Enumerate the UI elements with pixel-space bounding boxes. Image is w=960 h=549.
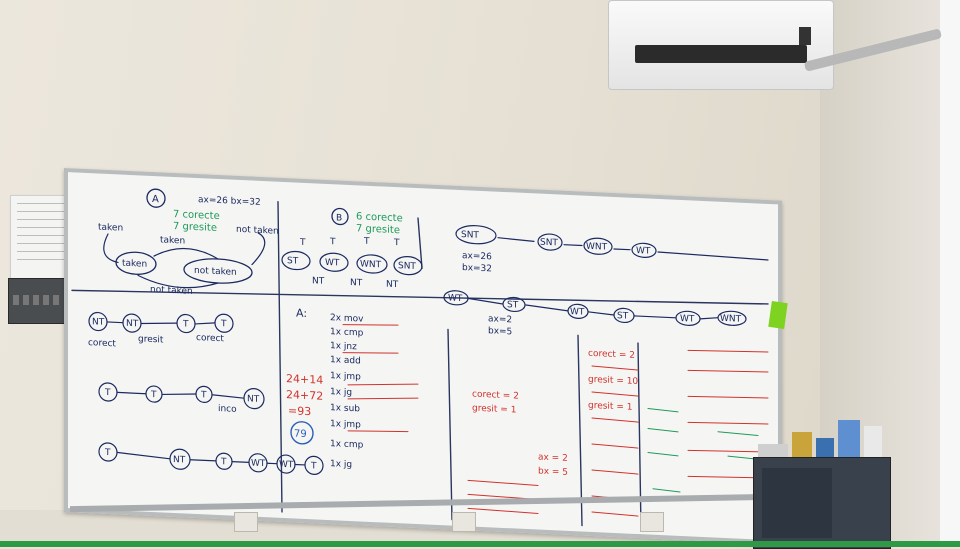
edge-t-4: T [393,238,400,248]
red-line-2: gresit = 1 [472,404,516,416]
chain1-d: T [220,319,227,329]
red-sum-3: =93 [288,404,311,418]
state-taken: taken [122,259,147,270]
code-line-2: 1x cmp [330,327,364,339]
edge-nt-2: NT [350,278,363,289]
section-a: A ax=26 bx=32 7 corecte 7 gresite taken … [98,188,279,297]
edge-t-3: T [363,237,370,247]
code-title: A: [296,307,307,320]
red-line-4: gresit = 10 [588,375,638,387]
lower-left: NT NT T T T T T NT T NT T WT WT T corect… [88,311,324,475]
code-line-6: 1x jg [330,387,352,398]
state-snt: SNT [398,261,416,272]
section-b: B 6 corecte 7 gresite ST WT WNT SNT T T … [281,207,423,291]
whiteboard: A ax=26 bx=32 7 corecte 7 gresite taken … [64,168,782,545]
chain3-b: NT [173,455,186,466]
state-not-taken: not taken [194,266,237,278]
red-line-5: gresit = 1 [588,401,632,413]
code-line-5: 1x jmp [330,371,361,382]
code-block: A: 2x mov 1x cmp 1x jnz 1x add 1x jmp 1x… [286,307,419,470]
chain3-c: T [220,457,227,467]
electrical-panel [8,278,66,324]
mid-st: ST [507,300,519,311]
chain3-f: T [310,461,317,471]
chain2-c: T [200,390,207,400]
code-line-10: 1x jg [330,459,352,470]
whiteboard-drawing: A ax=26 bx=32 7 corecte 7 gresite taken … [71,188,769,529]
chain3-e: WT [279,460,294,471]
edge-taken-2: taken [160,235,185,246]
mid-st-2: ST [617,311,629,322]
red-sum-1: 24+14 [286,372,323,387]
chain3-d: WT [251,458,266,469]
red-line-6: ax = 2 [538,453,568,464]
air-conditioner [608,0,834,90]
section-b-green-1: 6 corecte [356,211,403,224]
blue-circled: 79 [294,428,307,440]
word-inco: inco [218,404,237,415]
mid-wt-3: WT [680,314,695,325]
state-wnt-2: WNT [586,242,608,253]
section-a-label: A [152,194,159,205]
mid-wt: WT [448,293,463,304]
state-wt-2: WT [636,246,651,257]
code-line-8: 1x jmp [330,419,361,430]
word-corect: corect [88,338,116,349]
code-line-9: 1x cmp [330,439,364,451]
section-a-green-2: 7 gresite [173,221,217,234]
code-line-4: 1x add [330,355,361,366]
section-b-green-2: 7 gresite [356,223,400,236]
edge-nt-1: NT [312,276,325,287]
section-b-label: B [336,213,342,223]
section-c: SNT SNT WNT WT ax=26 bx=32 WT ST WT [443,225,769,337]
mid-wt-2: WT [570,307,585,318]
edge-not-taken: not taken [236,225,279,237]
red-sum-2: 24+72 [286,388,323,403]
state-wnt: WNT [360,259,382,270]
chain2-b: T [150,390,157,400]
wall-socket [640,512,664,532]
floor-strip [0,541,960,547]
shelf-clutter [758,420,888,460]
edge-t-1: T [299,238,306,248]
chain3-a: T [104,448,111,458]
val-bx-2: bx=5 [488,326,512,337]
wall-socket [234,512,258,532]
edge-taken: taken [98,223,123,234]
red-line-3: corect = 2 [588,349,635,361]
wall-socket [452,512,476,532]
chain2-d: NT [247,394,260,405]
val-bx: bx=32 [462,263,492,274]
val-ax: ax=26 [462,251,492,262]
code-line-1: 2x mov [330,313,364,325]
red-line-1: corect = 2 [472,390,519,402]
section-a-header: ax=26 bx=32 [198,195,261,208]
state-snt-top: SNT [461,230,479,241]
section-a-green-1: 7 corecte [173,209,220,222]
cabinet-door [762,468,832,538]
code-line-7: 1x sub [330,403,360,414]
chain1-b: NT [126,319,139,330]
red-line-7: bx = 5 [538,467,568,478]
mid-wnt: WNT [720,314,742,325]
code-line-3: 1x jnz [330,341,357,352]
word-corect-2: corect [196,333,224,344]
state-snt-2: SNT [540,238,558,249]
chain2-a: T [104,388,111,398]
word-gresit: gresit [138,334,164,345]
edge-nt-3: NT [386,280,399,291]
state-wt: WT [325,258,340,269]
edge-t-2: T [329,237,336,247]
cabinet [753,457,891,549]
ac-vent [635,45,807,63]
chain1-a: NT [92,317,105,328]
chain1-c: T [182,319,189,329]
edge-bottom: not taken [150,285,193,297]
ac-display [799,27,811,45]
state-st: ST [287,256,299,267]
val-ax-2: ax=2 [488,314,512,325]
window-frame [940,0,960,547]
